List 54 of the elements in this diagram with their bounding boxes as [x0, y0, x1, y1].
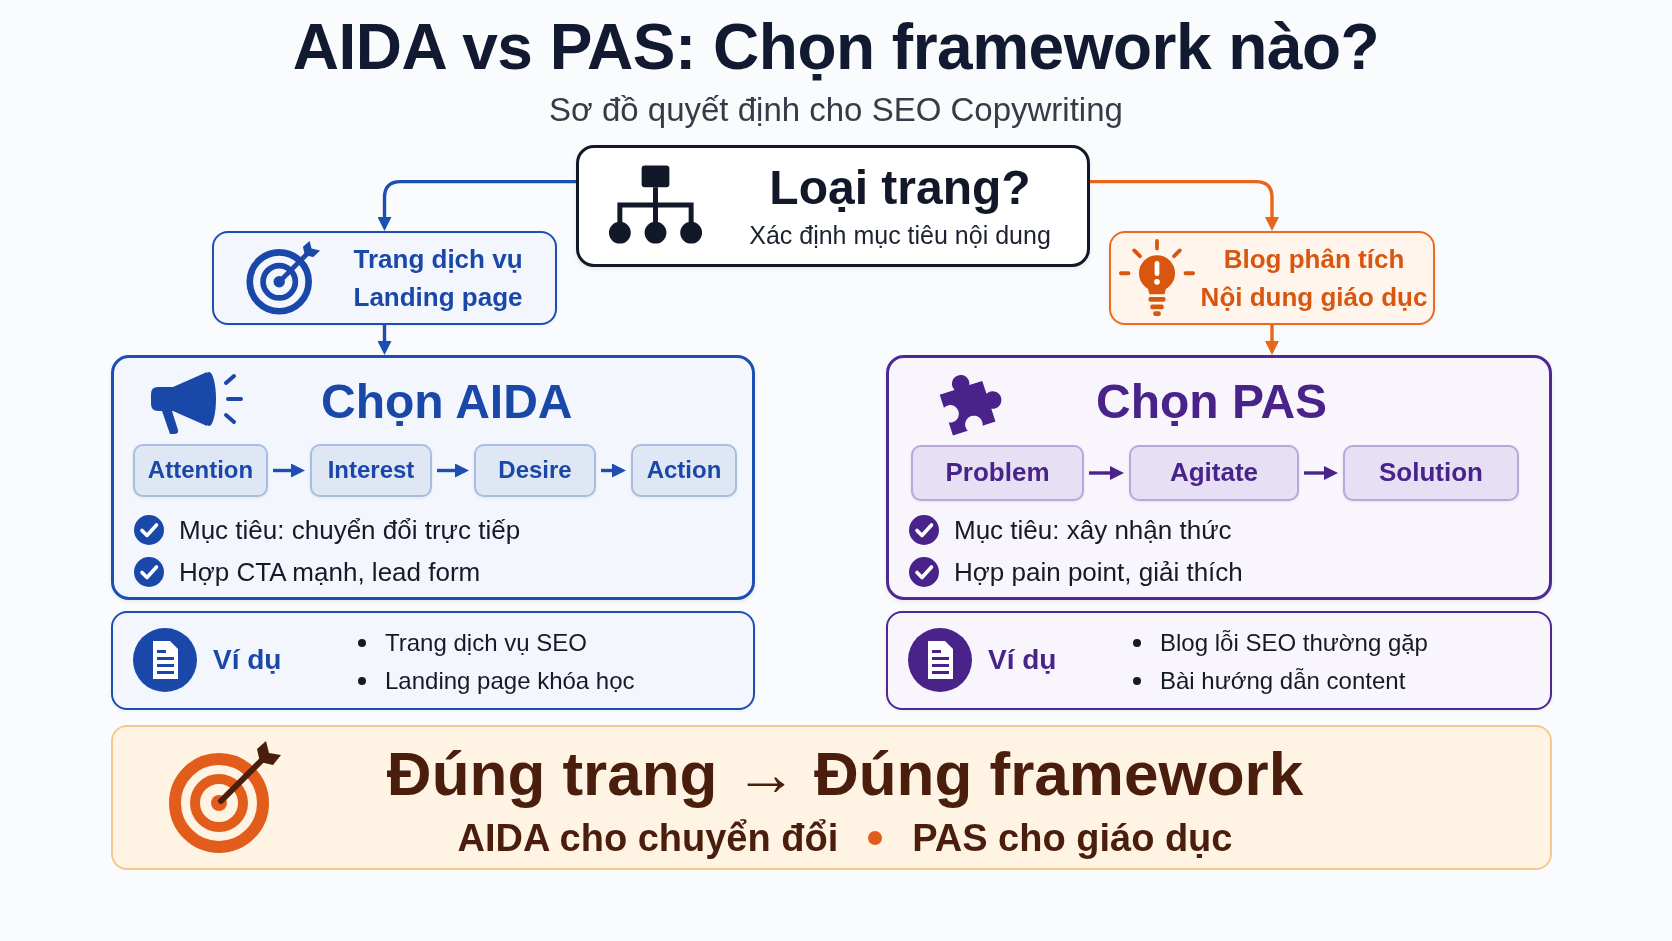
- arrow: [1090, 179, 1279, 231]
- arrow: [273, 463, 305, 478]
- category-label: Nội dung giáo dục: [1200, 281, 1428, 314]
- panel-heading: Chọn PAS: [1096, 374, 1328, 430]
- step-box: [474, 444, 596, 497]
- summary-item: AIDA cho chuyển đổi: [457, 816, 839, 861]
- arrow: [601, 463, 626, 478]
- example-box: [886, 611, 1552, 710]
- step-label: Problem: [945, 457, 1050, 489]
- checklist-item: Hợp CTA mạnh, lead form: [179, 556, 481, 588]
- arrow: [1089, 466, 1124, 480]
- step-box: [133, 444, 268, 497]
- step-label: Solution: [1379, 457, 1483, 489]
- checklist-item: Hợp pain point, giải thích: [954, 556, 1243, 588]
- step-box: [1129, 445, 1299, 501]
- arrow: [1265, 325, 1279, 355]
- checklist-item: Mục tiêu: chuyển đổi trực tiếp: [179, 514, 521, 546]
- step-box: [310, 444, 432, 497]
- bullet-item: Trang dịch vụ SEO: [351, 624, 635, 662]
- arrow: [377, 325, 392, 355]
- arrow: [1304, 466, 1338, 480]
- summary-item: PAS cho giáo dục: [912, 816, 1233, 861]
- step-label: Desire: [498, 456, 572, 485]
- page-title: AIDA vs PAS: Chọn framework nào?: [292, 12, 1380, 83]
- step-box: [911, 445, 1084, 501]
- checklist-item: Mục tiêu: xây nhận thức: [954, 514, 1232, 546]
- decision-box: [576, 145, 1090, 267]
- category-box: [212, 231, 557, 325]
- bullet-item: Landing page khóa học: [351, 662, 635, 700]
- summary-heading: Đúng trang → Đúng framework: [386, 739, 1304, 809]
- category-label: Blog phân tích: [1223, 243, 1405, 276]
- step-label: Attention: [147, 456, 254, 485]
- arrow: [377, 179, 576, 231]
- category-label: Landing page: [353, 281, 523, 314]
- panel-heading: Chọn AIDA: [321, 374, 573, 430]
- category-label: Trang dịch vụ: [353, 243, 523, 276]
- summary-banner: [111, 725, 1552, 870]
- node-subtitle: Xác định mục tiêu nội dung: [749, 220, 1051, 250]
- page-subtitle: Sơ đồ quyết định cho SEO Copywriting: [549, 90, 1123, 130]
- example-heading: Ví dụ: [213, 643, 282, 677]
- step-label: Interest: [327, 456, 415, 485]
- step-label: Agitate: [1169, 457, 1259, 489]
- bullet-item: Bài hướng dẫn content: [1126, 662, 1428, 700]
- example-box: [111, 611, 755, 710]
- step-box: [1343, 445, 1519, 501]
- bullet-item: Blog lỗi SEO thường gặp: [1126, 624, 1428, 662]
- arrow: [437, 463, 469, 478]
- framework-panel: [111, 355, 755, 600]
- framework-panel: [886, 355, 1552, 600]
- step-box: [631, 444, 737, 497]
- step-label: Action: [646, 456, 722, 485]
- node-heading: Loại trang?: [769, 160, 1031, 216]
- category-box: [1109, 231, 1435, 325]
- example-heading: Ví dụ: [988, 643, 1057, 677]
